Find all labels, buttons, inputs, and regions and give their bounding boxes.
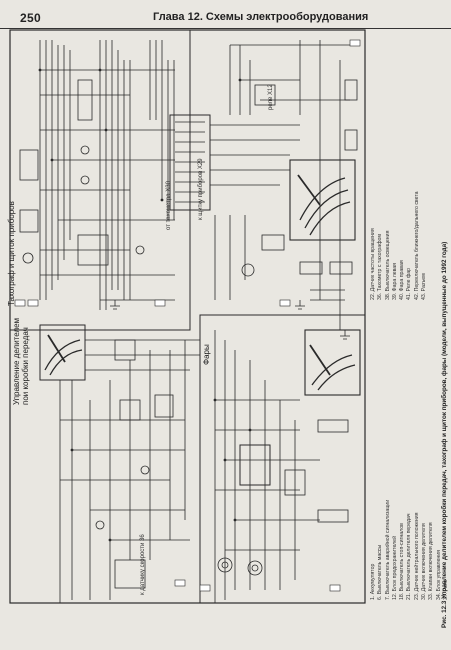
legend-item: 23. Датчик нейтрального положения [413,512,420,600]
connector-note-instrument: к щитку приборов X29 [198,158,204,220]
legend-item: 38. Выключатель освещения [384,230,391,300]
legend-item: 21. Выключатель делителя передач [406,513,413,600]
headlight-right [247,560,263,576]
legend-item: 7. Выключатель аварийной сигнализации [384,499,391,600]
frame-headlights-section [199,314,366,604]
connector-note-tacho: от тахометра X30 [166,181,172,230]
connector-note-sensor: к датчику скорости 36 [140,534,146,595]
section-label-tachograph: Тахограф и щиток приборов [7,201,16,306]
legend-item: 22. Датчик частоты вращения [370,228,376,300]
legend-item: 30. Датчик включения делителя [421,523,428,600]
legend-item: 41. Реле фар [406,268,413,300]
section-label-headlights: Фары [202,344,211,365]
tachograph-gauge [289,159,356,241]
legend-item: 12. Блок предохранителей [391,536,398,600]
section-label-gearbox-2: пои коробки передач [21,327,30,405]
legend-item: 43. Разъем [421,273,428,300]
legend-item: 6. Выключатель массы [377,544,384,600]
headlight-left [217,557,233,573]
page-number: 250 [20,11,41,25]
page-header: 250 Глава 12. Схемы электрооборудования [0,0,451,29]
legend-right: 22. Датчик частоты вращения 36. Тахометр… [370,191,428,300]
legend-item: 1. Аккумулятор [370,563,376,600]
figure-caption: Рис. 12.3 Управление делителем коробки п… [441,241,448,628]
section-label-gearbox: Управление делителем [12,317,21,405]
legend-item: 18. Выключатель стоп-сигналов [399,523,406,600]
frame-tachograph-section [9,29,191,331]
diagram-frame [9,29,366,604]
legend-left: 1. Аккумулятор 6. Выключатель массы 7. В… [370,500,450,600]
legend-item: 33. Клапан включения делителя [428,522,435,600]
legend-item: 42. Переключатель ближнего/дальнего свет… [413,191,420,300]
headlight-gauge [304,329,361,396]
chapter-title: Глава 12. Схемы электрооборудования [153,11,369,23]
connector-note-relay: реле X12 [268,84,274,110]
legend-item: 39. Фара левая [391,263,398,300]
legend-item: 36. Тахометр с тахографом [377,234,384,300]
legend-item: 40. Фара правая [399,260,406,300]
